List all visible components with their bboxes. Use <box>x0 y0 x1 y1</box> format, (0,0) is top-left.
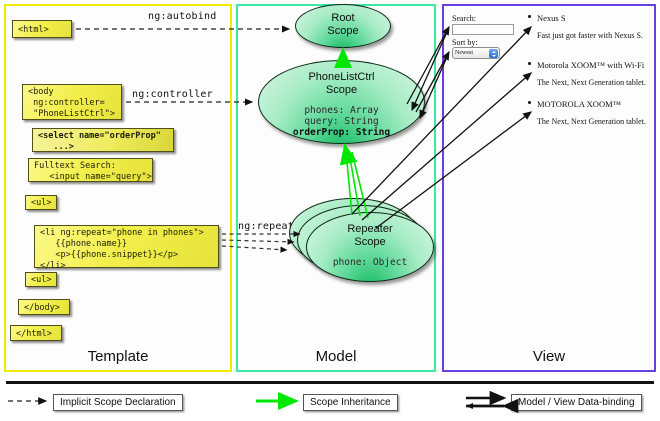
view-phone-name-1: Motorola XOOM™ with Wi-Fi <box>537 60 645 70</box>
column-label-template: Template <box>87 348 149 365</box>
code-box-select: <select name="orderProp" ...> <box>32 128 174 152</box>
column-label-model: Model <box>315 348 357 365</box>
scope-phonelistctrl-prop-query: query: String <box>304 116 379 127</box>
legend-label-model-view-data-binding: Model / View Data-binding <box>511 394 642 411</box>
view-search-label: Search: <box>452 14 476 23</box>
view-sort-label: Sort by: <box>452 38 478 47</box>
bullet-icon <box>528 101 531 104</box>
view-phone-item-2: MOTOROLA XOOM™ The Next, Next Generation… <box>528 99 646 126</box>
code-box-body-open: <body ng:controller= "PhoneListCtrl"> <box>22 84 122 120</box>
view-phone-item-1: Motorola XOOM™ with Wi-Fi The Next, Next… <box>528 60 646 87</box>
bullet-icon <box>528 62 531 65</box>
view-phone-snippet-0: Fast just got faster with Nexus S. <box>537 31 643 40</box>
code-box-fulltext-search: Fulltext Search: <input name="query"> <box>28 158 153 182</box>
legend-label-scope-inheritance: Scope Inheritance <box>303 394 398 411</box>
view-phone-snippet-1: The Next, Next Generation tablet. <box>537 78 646 87</box>
panel-template <box>4 4 232 372</box>
scope-repeater-prop-phone: phone: Object <box>332 257 408 268</box>
code-box-ul-open: <ul> <box>25 195 57 210</box>
view-sort-select[interactable]: Newest <box>452 47 500 59</box>
annotation-ng-controller: ng:controller <box>132 89 213 100</box>
annotation-ng-repeat: ng:repeat <box>238 221 294 232</box>
bullet-icon <box>528 15 531 18</box>
select-arrow-icon <box>489 49 498 58</box>
scope-phonelistctrl-prop-phones: phones: Array <box>304 105 379 116</box>
view-sort-selected-value: Newest <box>455 50 473 56</box>
view-phone-item-0: Nexus S Fast just got faster with Nexus … <box>528 13 643 40</box>
view-phone-snippet-2: The Next, Next Generation tablet. <box>537 117 646 126</box>
scope-phonelistctrl-prop-orderprop: orderProp: String <box>292 127 391 138</box>
annotation-ng-autobind: ng:autobind <box>148 11 217 22</box>
legend-glyph-model-view-data-binding <box>466 390 519 414</box>
code-box-ul-close: <ul> <box>25 272 57 287</box>
code-box-body-close: </body> <box>18 299 70 315</box>
code-box-html-open: <html> <box>12 20 72 38</box>
column-label-view: View <box>532 348 566 365</box>
legend-label-implicit-scope-declaration: Implicit Scope Declaration <box>53 394 183 411</box>
code-box-html-close: </html> <box>10 325 62 341</box>
view-phone-name-0: Nexus S <box>537 13 566 23</box>
view-phone-name-2: MOTOROLA XOOM™ <box>537 99 621 109</box>
code-box-li-repeat: <li ng:repeat="phone in phones"> {{phone… <box>34 225 219 271</box>
view-search-input[interactable] <box>452 24 514 35</box>
legend-divider <box>6 381 654 384</box>
